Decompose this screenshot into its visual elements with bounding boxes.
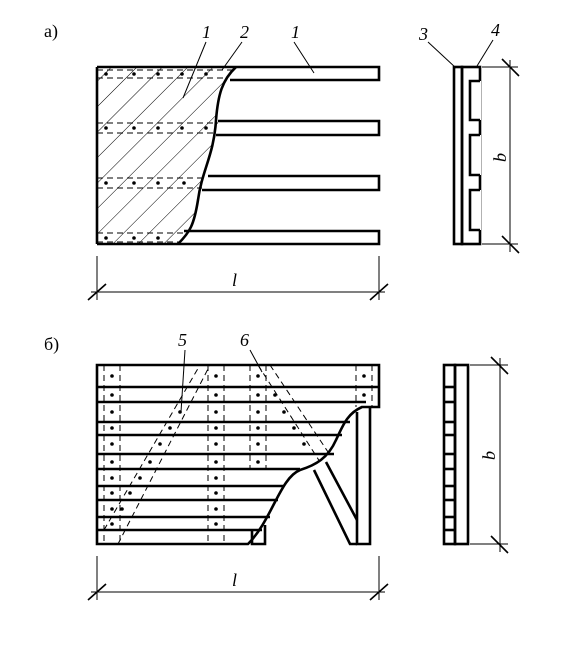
panel-b-length-dimension: l <box>87 556 389 601</box>
panel-a-ribs <box>97 65 381 246</box>
panel-b-reinforcement <box>103 364 373 545</box>
panel-a-hatched-area <box>95 66 237 245</box>
dim-b-b: b <box>479 451 499 460</box>
callout-2: 2 <box>240 22 249 42</box>
panel-a-label: а) <box>44 21 58 42</box>
panel-a-side-view: 3 4 b <box>418 20 520 254</box>
dim-l-b: l <box>232 570 237 590</box>
callout-3: 3 <box>418 24 428 44</box>
panel-b-side-view: b <box>442 356 509 554</box>
callout-1b: 1 <box>291 22 300 42</box>
dim-l-a: l <box>232 270 237 290</box>
panel-a-length-dimension: l <box>87 256 389 301</box>
panel-b-callouts: 5 6 <box>178 330 263 413</box>
callout-4: 4 <box>491 20 500 40</box>
panel-a-reinforcement <box>97 69 232 243</box>
callout-1: 1 <box>202 22 211 42</box>
panel-a-callouts: 1 2 1 <box>182 22 315 99</box>
panel-b-boards <box>95 363 381 546</box>
dim-b-a: b <box>490 153 510 162</box>
panel-b-label: б) <box>44 334 59 355</box>
panel-b-cleats <box>250 407 372 546</box>
callout-6: 6 <box>240 330 249 350</box>
callout-5: 5 <box>178 330 187 350</box>
